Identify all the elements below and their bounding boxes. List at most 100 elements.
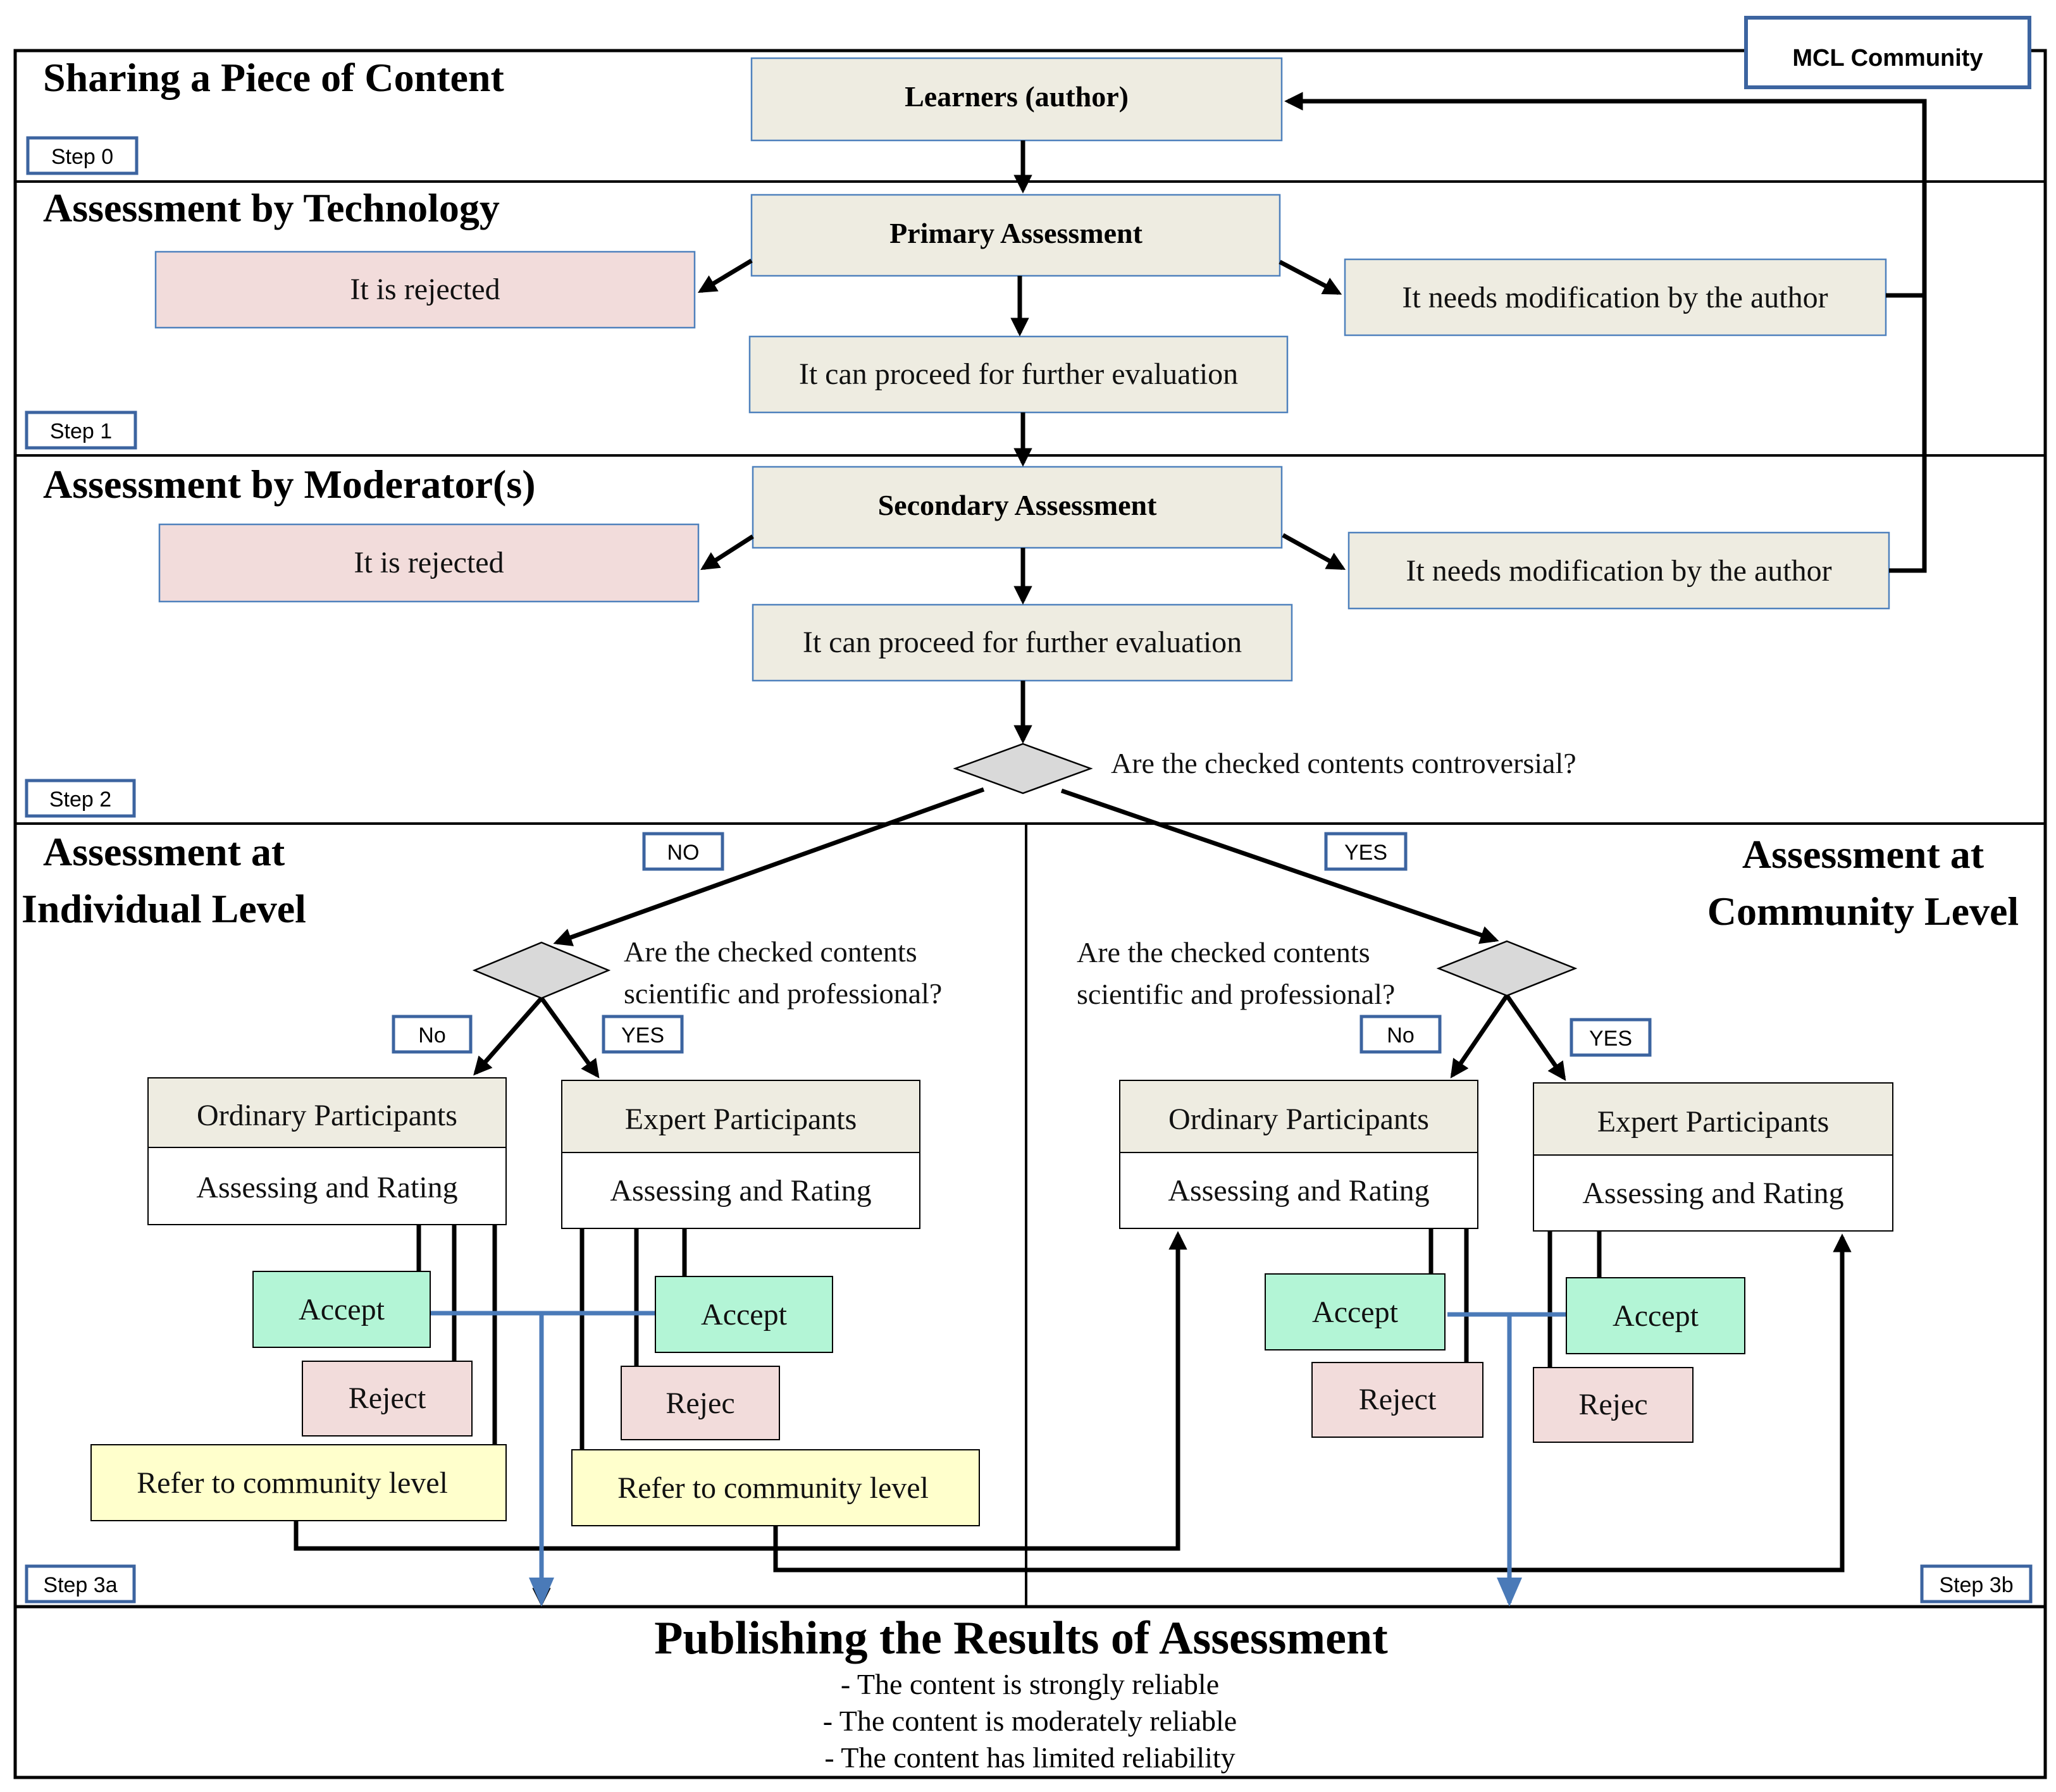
svg-text:YES: YES <box>1589 1027 1632 1051</box>
svg-text:It can proceed for further eva: It can proceed for further evaluation <box>803 626 1242 659</box>
blue-arrowhead-right <box>1497 1578 1522 1607</box>
ordinary-participants-left: Ordinary Participants Assessing and Rati… <box>147 1077 507 1225</box>
accept-box-left-ordinary: Accept <box>252 1271 431 1348</box>
svg-text:Step 3b: Step 3b <box>1939 1573 2013 1597</box>
svg-text:Step 3a: Step 3a <box>43 1573 117 1597</box>
svg-text:Step 2: Step 2 <box>49 788 111 812</box>
step1-title: Assessment by Technology <box>43 185 500 230</box>
secondary-assessment-box: Secondary Assessment <box>752 466 1283 549</box>
proceed-box-2: It can proceed for further evaluation <box>752 603 1293 682</box>
step3b-title-line2: Community Level <box>1707 889 2019 934</box>
expert-participants-left: Expert Participants Assessing and Rating <box>561 1080 920 1229</box>
no-branch-label-right: No <box>1359 1015 1442 1054</box>
svg-text:It is rejected: It is rejected <box>350 273 500 306</box>
svg-text:Accept: Accept <box>1613 1299 1699 1333</box>
controversial-decision-diamond <box>953 743 1093 794</box>
publishing-line-2: - The content is moderately reliable <box>823 1705 1237 1737</box>
ordinary-participants-right: Ordinary Participants Assessing and Rati… <box>1119 1080 1478 1229</box>
accept-box-right-ordinary: Accept <box>1265 1273 1446 1350</box>
svg-text:Accept: Accept <box>701 1298 788 1332</box>
yes-branch-label-left: YES <box>602 1015 684 1054</box>
svg-text:Assessing and Rating: Assessing and Rating <box>610 1174 871 1208</box>
yes-branch-label-top: YES <box>1324 832 1408 871</box>
mcl-community-label: MCL Community <box>1792 45 1983 71</box>
svg-text:Accept: Accept <box>299 1293 385 1326</box>
primary-assessment-box: Primary Assessment <box>750 194 1281 277</box>
step0-title: Sharing a Piece of Content <box>43 55 505 100</box>
scientific-decision-diamond-right <box>1436 940 1578 997</box>
svg-text:YES: YES <box>1344 841 1387 865</box>
step-label-1: Step 1 <box>25 411 137 450</box>
accept-connectors <box>430 1311 1568 1607</box>
refer-box-left-expert: Refer to community level <box>571 1449 980 1526</box>
accept-box-right-expert: Accept <box>1566 1277 1745 1354</box>
mcl-community-box: MCL Community <box>1744 16 2031 89</box>
svg-text:Assessing and Rating: Assessing and Rating <box>1582 1177 1843 1210</box>
step-label-0: Step 0 <box>26 136 139 175</box>
svg-text:Ordinary Participants: Ordinary Participants <box>1168 1103 1429 1136</box>
svg-text:It needs modification by the a: It needs modification by the author <box>1402 281 1828 314</box>
scientific-question-right-line1: Are the checked contents <box>1077 936 1370 968</box>
step3a-title-line2: Individual Level <box>22 886 306 931</box>
step-label-3a: Step 3a <box>25 1564 136 1604</box>
modification-box-2: It needs modification by the author <box>1347 531 1890 610</box>
svg-text:Reject: Reject <box>1359 1383 1437 1416</box>
controversial-question: Are the checked contents controversial? <box>1111 747 1576 779</box>
svg-text:It is rejected: It is rejected <box>354 546 504 579</box>
svg-text:Ordinary Participants: Ordinary Participants <box>197 1099 457 1132</box>
svg-text:Step 1: Step 1 <box>50 419 112 443</box>
reject-box-right-ordinary: Reject <box>1311 1362 1483 1438</box>
svg-text:Secondary Assessment: Secondary Assessment <box>878 489 1158 521</box>
refer-box-left-ordinary: Refer to community level <box>90 1444 507 1521</box>
svg-text:NO: NO <box>667 841 700 865</box>
svg-text:Rejec: Rejec <box>666 1387 734 1420</box>
scientific-question-right-line2: scientific and professional? <box>1077 978 1395 1010</box>
blue-arrowhead-left <box>529 1578 554 1607</box>
svg-text:Primary Assessment: Primary Assessment <box>889 217 1143 249</box>
svg-text:Assessing and Rating: Assessing and Rating <box>1168 1174 1429 1208</box>
svg-text:Expert Participants: Expert Participants <box>625 1103 857 1136</box>
svg-text:Learners (author): Learners (author) <box>905 80 1129 113</box>
step-label-3b: Step 3b <box>1920 1564 2033 1604</box>
reject-box-left-ordinary: Reject <box>302 1361 473 1437</box>
rejected-box-2: It is rejected <box>158 523 700 603</box>
svg-text:Refer to community level: Refer to community level <box>617 1471 929 1505</box>
section-frames <box>13 49 2047 1779</box>
svg-text:No: No <box>418 1023 445 1047</box>
reject-box-right-expert: Rejec <box>1533 1367 1694 1443</box>
svg-text:Refer to community level: Refer to community level <box>137 1466 448 1500</box>
expert-participants-right: Expert Participants Assessing and Rating <box>1533 1082 1893 1232</box>
step3a-title-line1: Assessment at <box>43 829 285 874</box>
svg-text:Reject: Reject <box>349 1381 426 1415</box>
svg-text:It needs modification by the a: It needs modification by the author <box>1406 554 1831 588</box>
step2-title: Assessment by Moderator(s) <box>43 462 536 507</box>
step-label-2: Step 2 <box>25 779 136 818</box>
svg-text:No: No <box>1387 1023 1414 1047</box>
modification-box-1: It needs modification by the author <box>1344 258 1887 337</box>
scientific-question-left-line1: Are the checked contents <box>624 936 917 968</box>
svg-text:It can proceed for further eva: It can proceed for further evaluation <box>799 357 1238 391</box>
svg-text:YES: YES <box>621 1023 664 1047</box>
connectors <box>294 92 1927 1573</box>
svg-text:Accept: Accept <box>1312 1295 1399 1329</box>
scientific-question-left-line2: scientific and professional? <box>624 977 942 1010</box>
proceed-box-1: It can proceed for further evaluation <box>748 335 1289 414</box>
blue-arrow-heads <box>529 1578 1522 1607</box>
publishing-title: Publishing the Results of Assessment <box>654 1612 1388 1664</box>
yes-branch-label-right: YES <box>1570 1018 1652 1057</box>
learners-box: Learners (author) <box>750 57 1283 142</box>
svg-text:Expert Participants: Expert Participants <box>1597 1105 1830 1139</box>
publishing-line-1: - The content is strongly reliable <box>841 1668 1219 1700</box>
step3b-title-line1: Assessment at <box>1742 832 1985 877</box>
no-branch-label-left: No <box>392 1015 473 1054</box>
scientific-decision-diamond-left <box>472 941 611 999</box>
accept-box-left-expert: Accept <box>655 1276 833 1353</box>
reject-box-left-expert: Rejec <box>621 1366 780 1440</box>
svg-text:Rejec: Rejec <box>1578 1388 1647 1421</box>
svg-text:Step 0: Step 0 <box>51 145 113 169</box>
no-branch-label-top: NO <box>642 832 724 871</box>
publishing-line-3: - The content has limited reliability <box>824 1741 1235 1774</box>
rejected-box-1: It is rejected <box>154 250 696 329</box>
svg-text:Assessing and Rating: Assessing and Rating <box>196 1171 457 1204</box>
